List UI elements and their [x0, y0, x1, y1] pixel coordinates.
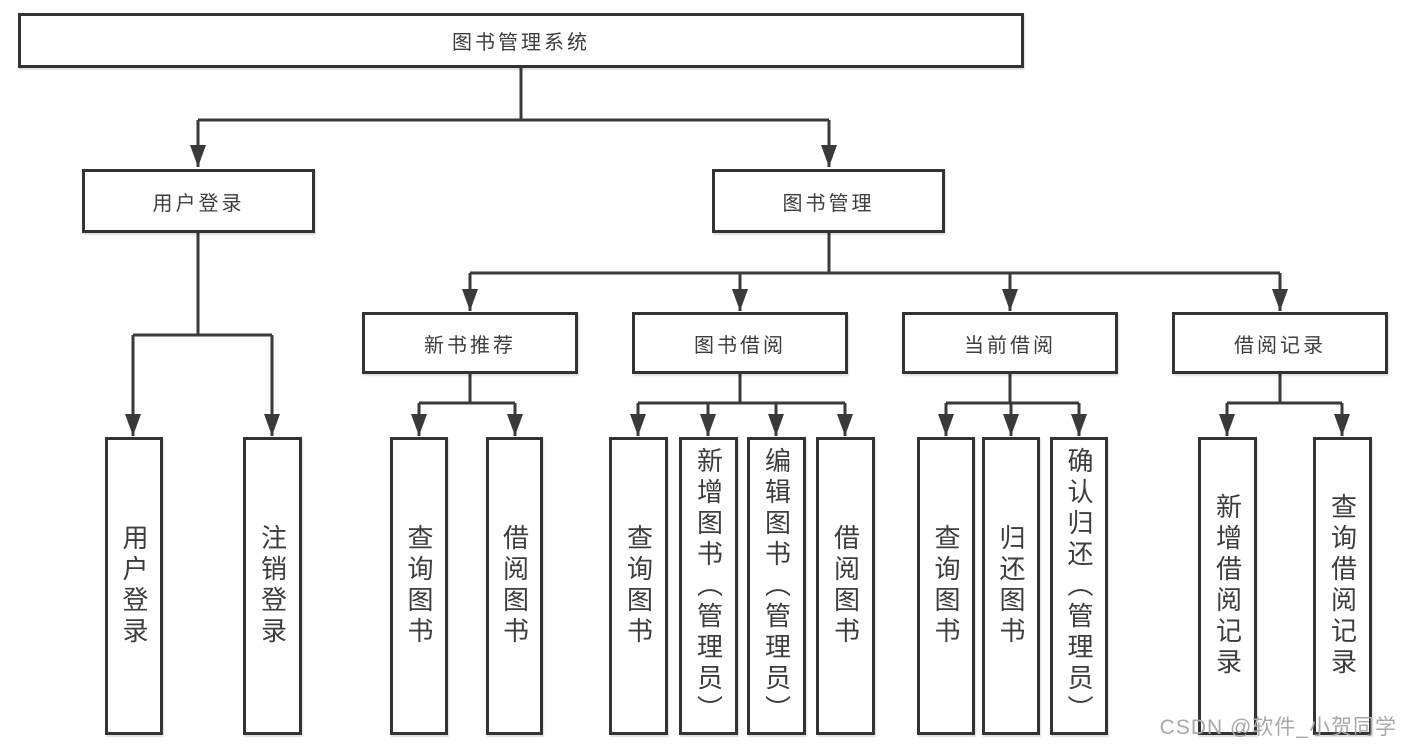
leaf-user-login: 用户登录 [105, 437, 163, 735]
connector-new-book-to-leaves [411, 374, 523, 436]
leaf-current-confirm-return-admin: 确认归还（管理员） [1050, 437, 1108, 735]
node-current-borrow: 当前借阅 [902, 312, 1118, 374]
leaf-records-query-record: 查询借阅记录 [1313, 437, 1372, 735]
node-borrow-records: 借阅记录 [1172, 312, 1388, 374]
connector-borrow-records-to-leaves [1219, 374, 1350, 436]
node-root-system: 图书管理系统 [18, 13, 1024, 68]
csdn-watermark: CSDN @软件_小贺同学 [1159, 716, 1397, 739]
leaf-logout-login: 注销登录 [243, 437, 302, 735]
leaf-newbook-borrow-book: 借阅图书 [486, 437, 543, 735]
connector-book-borrow-to-leaves [630, 374, 853, 436]
leaf-newbook-query-book: 查询图书 [390, 437, 448, 735]
node-book-borrow: 图书借阅 [632, 312, 848, 374]
node-user-login: 用户登录 [82, 169, 315, 233]
connector-book-management-to-level3 [462, 233, 1288, 311]
leaf-borrow-add-book-admin: 新增图书（管理员） [679, 437, 738, 735]
connector-root-to-level2 [190, 68, 837, 167]
leaf-current-return-book: 归还图书 [982, 437, 1040, 735]
node-new-book-recommend: 新书推荐 [362, 312, 578, 374]
connector-user-login-to-leaves [125, 233, 280, 436]
leaf-borrow-edit-book-admin: 编辑图书（管理员） [747, 437, 806, 735]
leaf-borrow-borrow-book: 借阅图书 [816, 437, 875, 735]
leaf-borrow-query-book: 查询图书 [609, 437, 668, 735]
leaf-current-query-book: 查询图书 [917, 437, 975, 735]
connector-current-borrow-to-leaves [938, 374, 1087, 436]
leaf-records-add-record: 新增借阅记录 [1198, 437, 1257, 735]
node-book-management: 图书管理 [712, 169, 945, 233]
